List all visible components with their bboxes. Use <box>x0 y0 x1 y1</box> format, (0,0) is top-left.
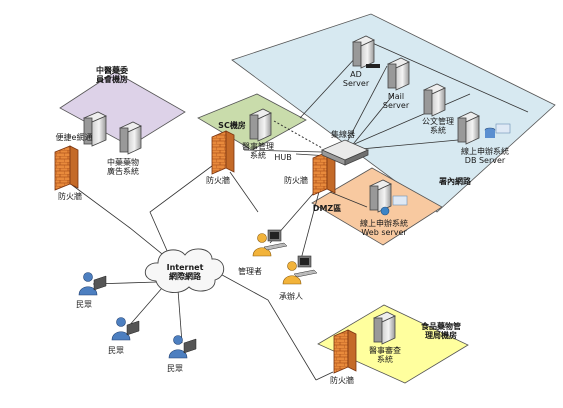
firewall-fda <box>333 329 357 374</box>
server-web <box>369 179 408 216</box>
server-mail <box>387 57 410 91</box>
cmpc-zone <box>59 71 186 147</box>
server-convenient-e <box>83 111 107 147</box>
cmpc-room-label: 中醫藥委 員會機房 <box>96 66 128 84</box>
firewall-fda-label: 防火牆 <box>330 376 354 385</box>
internal-net-zone <box>231 13 556 213</box>
citizen-3-person <box>168 335 197 359</box>
firewall-sc-label: 防火牆 <box>206 176 230 185</box>
firewall-cmpc <box>54 145 79 191</box>
firewall-main-label: 防火牆 <box>284 176 308 185</box>
fda-room-label: 食品藥物管 理局機房 <box>421 322 461 340</box>
connection-lines <box>71 41 529 381</box>
fda-zone <box>317 304 469 384</box>
ad-server-label: AD Server <box>342 70 370 88</box>
citizen-2-label: 民眾 <box>108 346 124 355</box>
switch-label: 集線器 <box>331 130 355 139</box>
hub-dotted-link <box>273 120 323 149</box>
citizen-1-label: 民眾 <box>76 300 92 309</box>
server-med-review <box>373 311 396 345</box>
server-ad <box>352 35 380 69</box>
db-server-label: 線上申辦系統 DB Server <box>461 147 509 165</box>
sc-room-label: SC機房 <box>218 121 246 130</box>
internet-cloud <box>144 248 225 293</box>
med-review-label: 醫事審查 系統 <box>369 346 401 364</box>
hub-label: HUB <box>274 153 292 162</box>
switch-device <box>320 139 370 166</box>
web-server-label: 線上申辦系統 Web server <box>360 219 408 237</box>
cm-ad-system-label: 中藥藥物 廣告系統 <box>107 158 139 176</box>
server-db <box>457 111 511 145</box>
admin-person <box>252 229 288 257</box>
server-cm-ad <box>119 121 142 155</box>
server-medical-mgmt <box>249 108 272 142</box>
citizen-1-person <box>78 272 107 296</box>
server-doc-mgmt <box>423 83 446 117</box>
citizen-2-person <box>111 317 140 341</box>
internal-net-label: 署內網路 <box>439 177 471 186</box>
mail-server-label: Mail Server <box>382 92 410 110</box>
citizen-3-label: 民眾 <box>167 364 183 373</box>
dmz-label: DMZ區 <box>312 204 342 213</box>
firewall-sc <box>211 130 235 175</box>
internet-label: Internet 網際網路 <box>166 263 204 281</box>
firewall-cmpc-label: 防火牆 <box>58 192 82 201</box>
admin-label: 管理者 <box>238 267 262 276</box>
medical-mgmt-label: 醫事管理 系統 <box>242 142 274 160</box>
doc-mgmt-label: 公文管理 系統 <box>422 117 454 135</box>
handler-label: 承辦人 <box>279 292 303 301</box>
handler-person <box>282 255 318 285</box>
convenient-e-label: 便捷e網通 <box>55 133 93 142</box>
